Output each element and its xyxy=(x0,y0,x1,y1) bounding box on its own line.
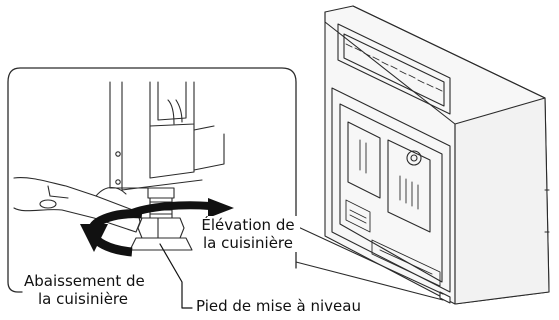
range-side-panel xyxy=(454,97,550,305)
callout-connector-upper xyxy=(295,225,444,295)
lower-label-line2: la cuisinière xyxy=(38,290,128,308)
range-back-upper-frame xyxy=(337,23,451,115)
foot-label-leader xyxy=(159,243,193,309)
leveling-foot-base xyxy=(129,237,193,251)
lower-arrow-head xyxy=(80,224,108,252)
vent-slots-back xyxy=(359,139,419,210)
callout-connector-lower xyxy=(295,261,444,301)
leveling-foot-label: Pied de mise à niveau xyxy=(196,297,361,315)
range-back-round-cover xyxy=(406,150,422,166)
raise-label-line1: Élévation de xyxy=(201,216,295,234)
range-lower-grille xyxy=(345,199,441,287)
raise-arrow-head xyxy=(208,198,234,218)
raise-label-line2: la cuisinière xyxy=(203,234,293,252)
range-leveling-foot xyxy=(439,291,451,304)
detail-callout-box xyxy=(7,67,297,293)
range-back-panel xyxy=(331,87,451,293)
wrench-icon xyxy=(13,177,141,233)
leveling-leg xyxy=(129,187,193,251)
curved-arrow-clockwise-icon xyxy=(128,201,211,218)
raise-range-label: Élévation de la cuisinière xyxy=(196,216,300,252)
vent-slots-top xyxy=(345,43,443,92)
lower-label-line1: Abaissement de xyxy=(24,272,145,290)
range-appliance xyxy=(324,5,550,305)
detail-range-corner xyxy=(109,81,225,191)
lower-range-label: Abaissement de la cuisinière xyxy=(24,272,145,308)
